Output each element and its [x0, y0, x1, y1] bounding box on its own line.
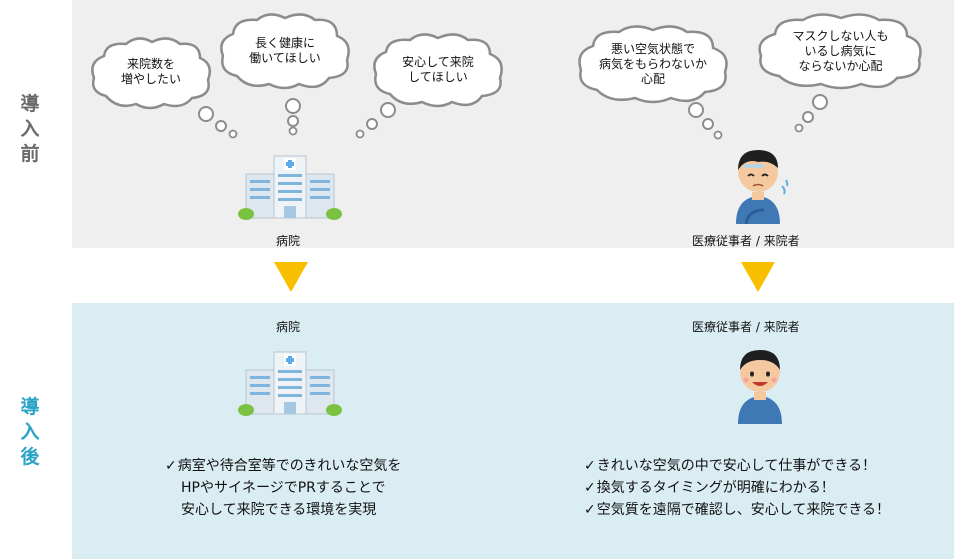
hospital-icon	[238, 155, 342, 220]
benefit-text: HPやサイネージでPRすることで	[181, 480, 386, 496]
thought-dots-staff-right	[794, 94, 828, 133]
arrow-down-hospital	[274, 262, 308, 292]
cloud-shape	[578, 25, 728, 104]
staff-benefits: ✓きれいな空気の中で安心して仕事ができる！ ✓換気するタイミングが明確にわかる！…	[584, 455, 890, 521]
bubble-text: 悪い空気状態で 病気をもらわないか 心配	[598, 41, 707, 86]
after-label-char-1: 導	[20, 396, 40, 418]
worried-person-icon	[736, 150, 789, 224]
cloud-shape	[91, 37, 211, 110]
thought-bubble-bad-air: 悪い空気状態で 病気をもらわないか 心配	[573, 22, 733, 106]
benefit-text: 換気するタイミングが明確にわかる！	[596, 480, 835, 496]
after-staff-caption: 医療従事者 / 来院者	[692, 320, 800, 334]
before-label: 導 入 前	[10, 92, 50, 167]
check-icon: ✓	[584, 458, 596, 474]
happy-person-icon	[738, 350, 782, 424]
cloud-shape	[373, 33, 503, 108]
thought-bubble-healthy-work: 長く健康に 働いてほしい	[215, 10, 355, 92]
check-icon: ✓	[584, 480, 596, 496]
cloud-shape	[758, 13, 922, 90]
benefit-text: きれいな空気の中で安心して仕事ができる！	[596, 458, 877, 474]
bubble-text: 安心して来院 してほしい	[402, 55, 474, 84]
benefit-text: 安心して来院できる環境を実現	[181, 502, 377, 518]
before-label-char-1: 導	[20, 93, 40, 115]
cloud-shape	[220, 13, 350, 90]
list-item: 安心して来院できる環境を実現	[165, 499, 401, 521]
check-icon: ✓	[584, 502, 596, 518]
before-staff-caption: 医療従事者 / 来院者	[692, 234, 800, 248]
arrow-down-staff	[741, 262, 775, 292]
thought-dots-left	[198, 106, 238, 139]
before-label-char-2: 入	[20, 118, 40, 140]
before-label-char-3: 前	[20, 143, 40, 165]
list-item: ✓換気するタイミングが明確にわかる！	[584, 477, 890, 499]
list-item: HPやサイネージでPRすることで	[165, 477, 401, 499]
thought-dots-staff-left	[688, 102, 723, 140]
after-hospital-caption: 病院	[276, 320, 301, 334]
thought-bubble-safe-visit: 安心して来院 してほしい	[368, 30, 508, 110]
list-item: ✓空気質を遠隔で確認し、安心して来院できる！	[584, 499, 890, 521]
thought-bubble-no-mask: マスクしない人も いるし病気に ならないか心配	[753, 10, 928, 92]
thought-dots-right	[355, 102, 396, 139]
after-panel	[72, 303, 954, 559]
bubble-text: 来院数を 増やしたい	[120, 57, 181, 86]
list-item: ✓病室や待合室等でのきれいな空気を	[165, 455, 401, 477]
thought-bubble-more-visitors: 来院数を 増やしたい	[86, 34, 216, 110]
bubble-text: マスクしない人も いるし病気に ならないか心配	[792, 28, 889, 73]
before-hospital-caption: 病院	[276, 234, 301, 248]
thought-dots-middle	[285, 98, 301, 136]
after-label-char-3: 後	[20, 446, 40, 468]
check-icon: ✓	[165, 458, 177, 474]
hospital-benefits: ✓病室や待合室等でのきれいな空気を HPやサイネージでPRすることで 安心して来…	[165, 455, 401, 521]
after-label-char-2: 入	[20, 421, 40, 443]
benefit-text: 病室や待合室等でのきれいな空気を	[177, 458, 402, 474]
after-label: 導 入 後	[10, 395, 50, 470]
bubble-text: 長く健康に 働いてほしい	[249, 36, 321, 65]
list-item: ✓きれいな空気の中で安心して仕事ができる！	[584, 455, 890, 477]
hospital-icon	[238, 351, 342, 416]
benefit-text: 空気質を遠隔で確認し、安心して来院できる！	[596, 502, 891, 518]
